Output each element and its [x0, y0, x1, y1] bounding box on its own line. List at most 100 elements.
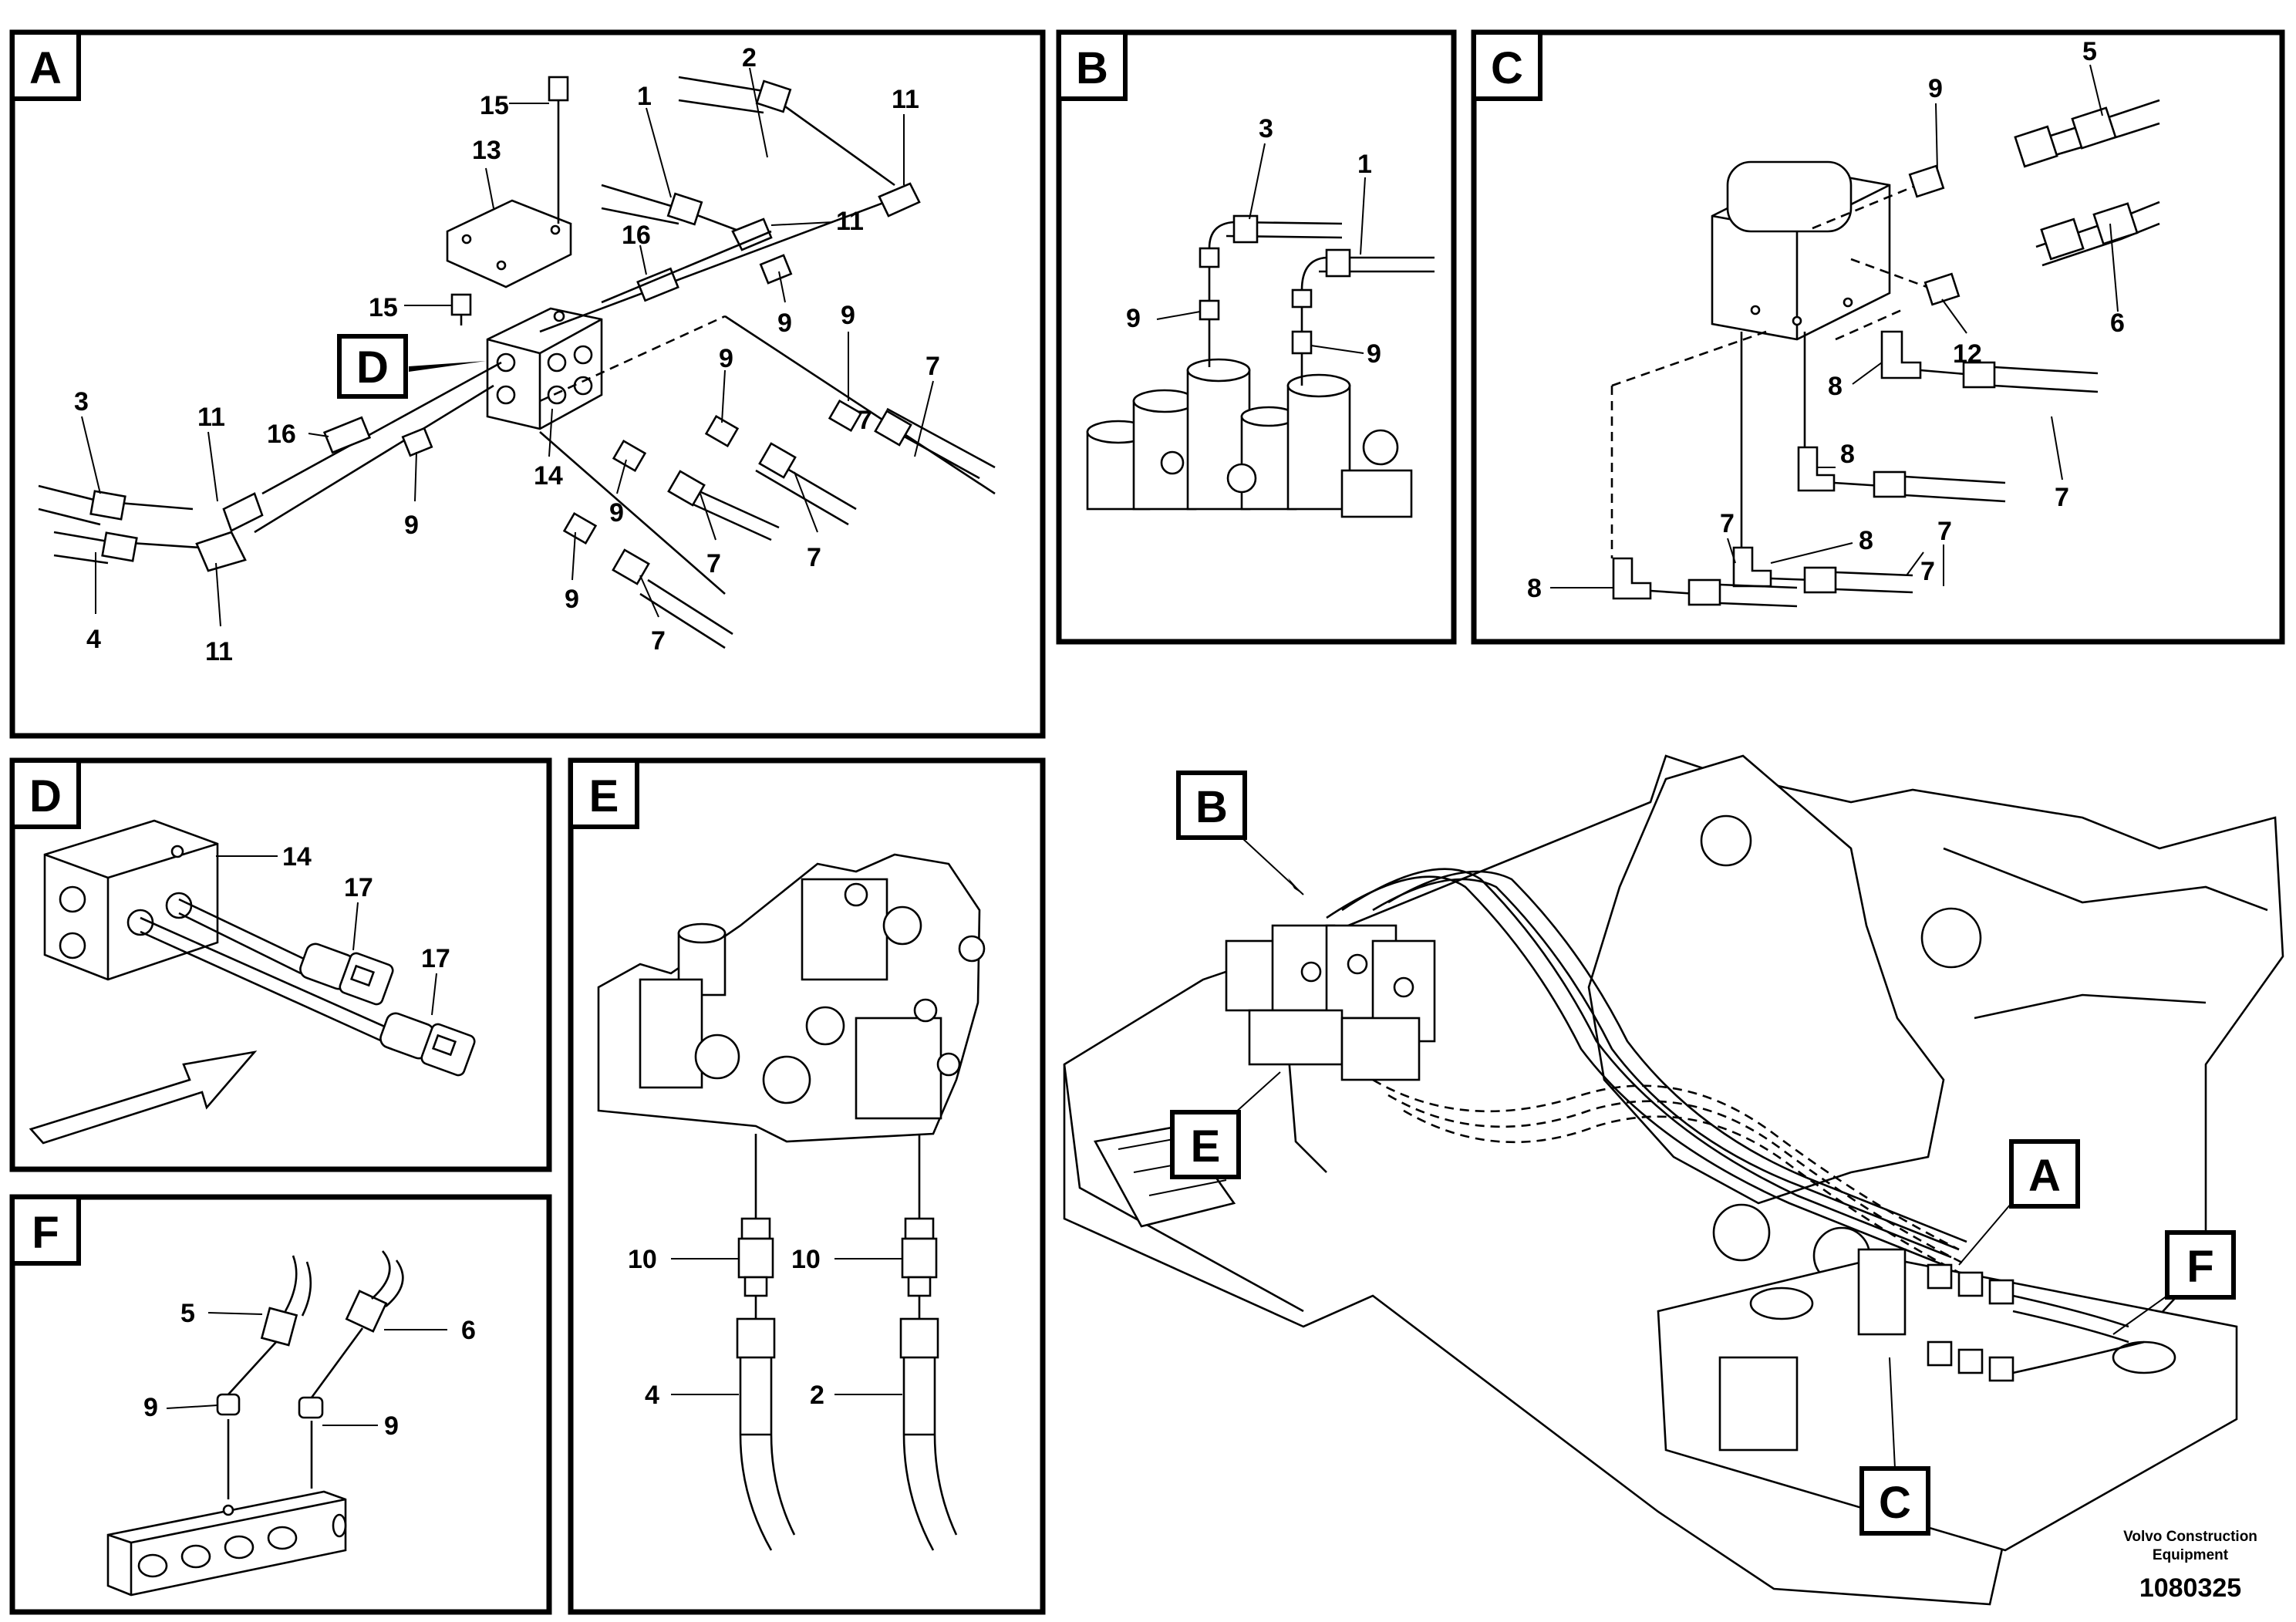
distribution-block — [106, 1490, 347, 1597]
callout-9-f: 9 — [565, 585, 579, 614]
panel-d-callouts: 14 17 17 — [282, 842, 450, 973]
view-direction-arrow-icon — [29, 1050, 258, 1145]
svg-text:C: C — [1879, 1478, 1911, 1528]
bolt-icon — [450, 293, 472, 316]
callout-9-b: 9 — [384, 1411, 399, 1441]
callout-7-b: 7 — [706, 549, 721, 578]
callout-d-label: D — [356, 342, 389, 393]
company-name-line1: Volvo Construction — [2123, 1529, 2257, 1545]
control-valve — [597, 853, 986, 1143]
panel-a-leaders — [81, 67, 934, 627]
pressure-sensor-icon — [379, 1012, 476, 1077]
panel-b-leaders — [1156, 143, 1366, 354]
svg-text:E: E — [1191, 1121, 1221, 1172]
overview-label-c: C — [1859, 1357, 1930, 1536]
overview-valve-cluster — [1225, 924, 1436, 1081]
callout-11-c: 11 — [197, 403, 225, 432]
callout-12: 12 — [1953, 339, 1982, 369]
callout-6: 6 — [461, 1316, 476, 1345]
part-number: 1080325 — [2139, 1573, 2241, 1603]
callout-11-b: 11 — [836, 207, 864, 236]
callout-17-a: 17 — [344, 873, 373, 902]
panel-f-callouts: 5 6 9 9 — [143, 1299, 476, 1441]
cover-plate — [446, 199, 572, 288]
callout-8-c: 8 — [1859, 526, 1873, 555]
company-name-line2: Equipment — [2153, 1547, 2229, 1563]
callout-14: 14 — [534, 461, 563, 491]
panel-c-callouts: 9 5 12 6 8 8 7 7 8 7 7 8 — [1527, 37, 2125, 603]
callout-2: 2 — [742, 43, 757, 73]
callout-7-d: 7 — [651, 626, 666, 656]
pressure-sensor-icon — [299, 943, 394, 1006]
callout-d-box — [337, 334, 408, 399]
panel-b-tag: B — [1076, 43, 1108, 93]
svg-text:B: B — [1195, 782, 1228, 832]
callout-10-b: 10 — [791, 1245, 821, 1274]
valve-bank — [1086, 358, 1413, 518]
panel-f-tag-box — [10, 1195, 81, 1266]
panel-b-callouts: 3 1 9 9 — [1126, 114, 1381, 369]
bolt-icon — [548, 76, 569, 102]
callout-13: 13 — [472, 136, 501, 165]
callout-9-b: 9 — [841, 301, 855, 330]
callout-11-a: 11 — [892, 85, 919, 114]
svg-text:A: A — [2028, 1151, 2061, 1201]
panel-d: D 14 17 — [9, 757, 552, 1172]
callout-16-top: 16 — [622, 221, 651, 250]
panel-e-tag-box — [568, 758, 639, 829]
callout-8-d: 8 — [1527, 574, 1542, 603]
callout-3: 3 — [74, 387, 89, 416]
overview-label-f: F — [2112, 1230, 2236, 1335]
callout-5: 5 — [2082, 37, 2097, 66]
callout-7-c: 7 — [807, 543, 821, 572]
callout-9-c: 9 — [719, 344, 733, 373]
panel-e-leaders — [671, 1258, 902, 1395]
callout-1: 1 — [637, 82, 652, 111]
panel-b-tag-box — [1057, 30, 1128, 101]
panel-d-tag-box — [10, 758, 81, 829]
panel-e-tag: E — [589, 771, 619, 821]
callout-7-d: 7 — [1920, 557, 1935, 586]
panel-c-tag-box — [1472, 30, 1542, 101]
callout-1: 1 — [1357, 150, 1372, 179]
callout-10-a: 10 — [628, 1245, 657, 1274]
callout-7-b: 7 — [1720, 509, 1735, 538]
callout-5: 5 — [180, 1299, 195, 1328]
callout-14: 14 — [282, 842, 312, 872]
callout-9-e: 9 — [609, 498, 624, 528]
callout-4: 4 — [645, 1381, 659, 1410]
callout-9-a: 9 — [1126, 304, 1141, 333]
panel-a-tag-box — [10, 30, 81, 101]
callout-16-low: 16 — [267, 420, 296, 449]
callout-8-a: 8 — [1828, 372, 1843, 401]
panel-f-leaders — [166, 1312, 447, 1426]
panel-d-tag: D — [29, 771, 62, 821]
svg-text:F: F — [2186, 1242, 2213, 1292]
callout-7-e: 7 — [858, 406, 872, 435]
callout-4: 4 — [86, 625, 101, 654]
panel-b: B — [1056, 29, 1457, 645]
footer: Volvo Construction Equipment 1080325 — [2123, 1529, 2257, 1603]
sensor-manifold — [43, 819, 219, 981]
panel-c-leaders — [1550, 64, 2119, 588]
callout-7-a: 7 — [925, 352, 940, 381]
panel-f-tag: F — [32, 1208, 59, 1258]
fitting-icon — [1199, 299, 1220, 321]
overview-fitting-cluster — [1857, 1248, 2145, 1382]
callout-15-mid: 15 — [369, 293, 398, 322]
adapter-fittings — [736, 1217, 939, 1359]
panel-d-leaders — [216, 855, 437, 1016]
pilot-valve-block — [1711, 160, 1891, 341]
machine-overview: B E A F C — [1063, 754, 2284, 1606]
manifold-block — [486, 307, 603, 430]
panel-a: A — [9, 29, 1046, 739]
callout-7-c: 7 — [1937, 517, 1952, 546]
overview-label-e: E — [1170, 1071, 1281, 1179]
callout-9-a: 9 — [143, 1393, 158, 1422]
callout-9-b: 9 — [1367, 339, 1381, 369]
callout-11-d: 11 — [205, 637, 233, 666]
callout-2: 2 — [810, 1381, 824, 1410]
callout-3: 3 — [1259, 114, 1273, 143]
callout-9-d: 9 — [404, 511, 419, 540]
